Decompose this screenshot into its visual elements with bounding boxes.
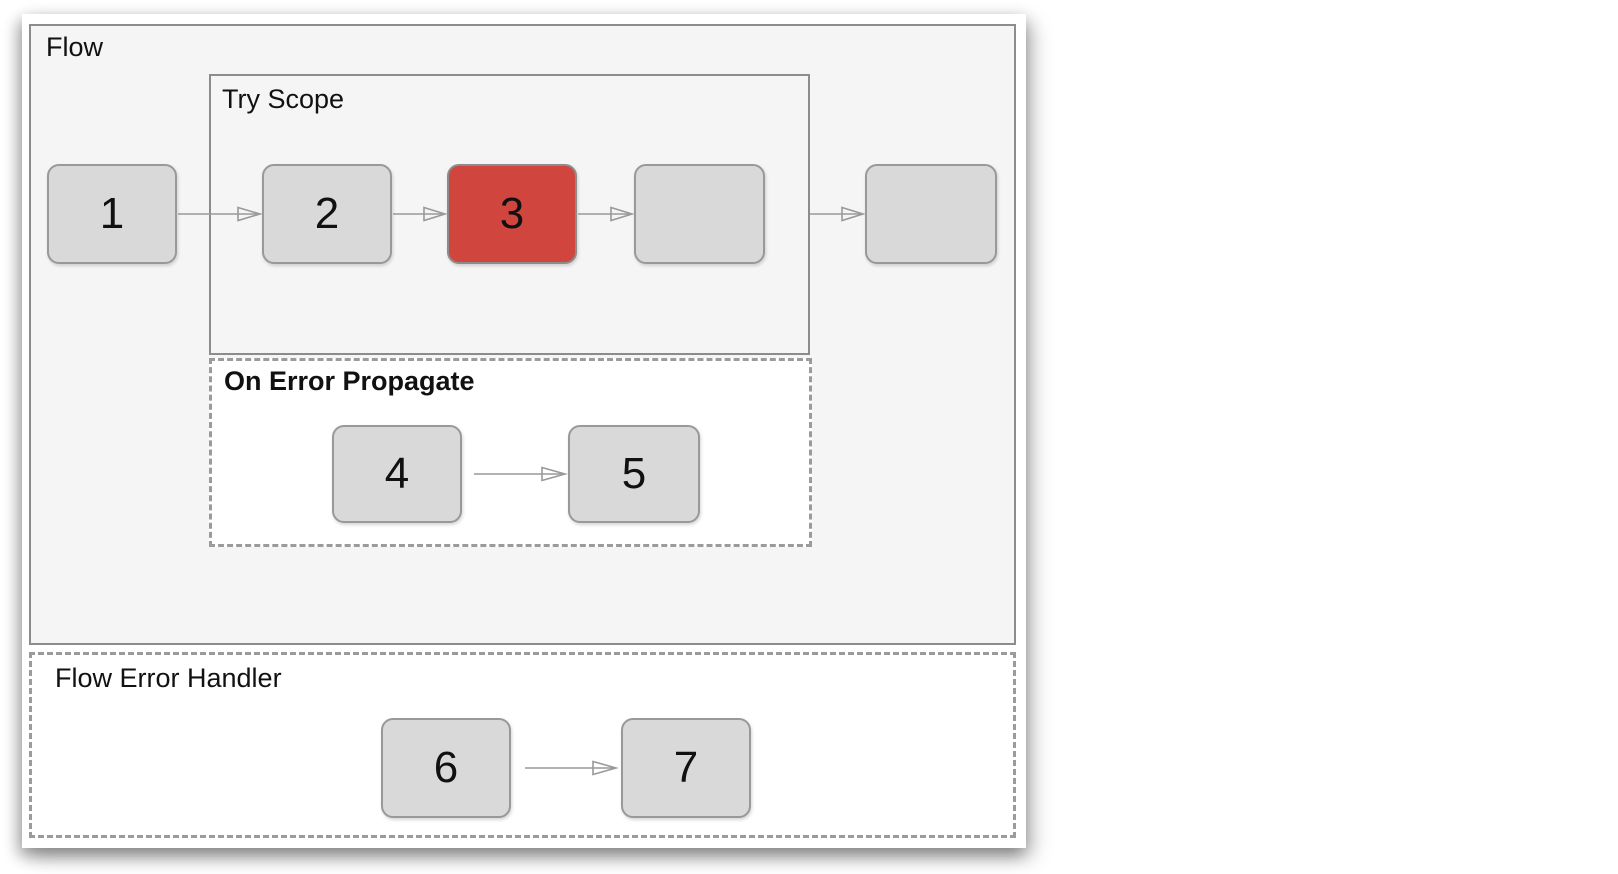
arrow-4-to-5-icon [462, 461, 568, 487]
node-2[interactable]: 2 [262, 164, 392, 264]
arrow-1-to-2-icon [177, 201, 263, 227]
node-1[interactable]: 1 [47, 164, 177, 264]
flow-label: Flow [46, 32, 104, 62]
node-4[interactable]: 4 [332, 425, 462, 523]
arrow-6-to-7-icon [513, 755, 619, 781]
node-7[interactable]: 7 [621, 718, 751, 818]
node-6[interactable]: 6 [381, 718, 511, 818]
on-error-propagate-label: On Error Propagate [224, 366, 475, 396]
try-scope-label: Try Scope [222, 84, 345, 114]
diagram-page: Flow Try Scope On Error Propagate 4 5 1 … [22, 14, 1026, 848]
flow-container: Flow Try Scope On Error Propagate 4 5 1 … [29, 24, 1016, 645]
node-empty-after-try[interactable] [865, 164, 997, 264]
arrow-2-to-3-icon [392, 201, 448, 227]
node-empty-in-try[interactable] [634, 164, 765, 264]
arrow-try-exit-icon [810, 201, 866, 227]
node-5[interactable]: 5 [568, 425, 700, 523]
flow-error-handler-label: Flow Error Handler [55, 663, 282, 693]
flow-error-handler-container: Flow Error Handler 6 7 [29, 652, 1016, 838]
on-error-propagate-container: On Error Propagate 4 5 [209, 358, 812, 547]
node-3-error[interactable]: 3 [447, 164, 577, 264]
arrow-3-to-next-icon [577, 201, 635, 227]
